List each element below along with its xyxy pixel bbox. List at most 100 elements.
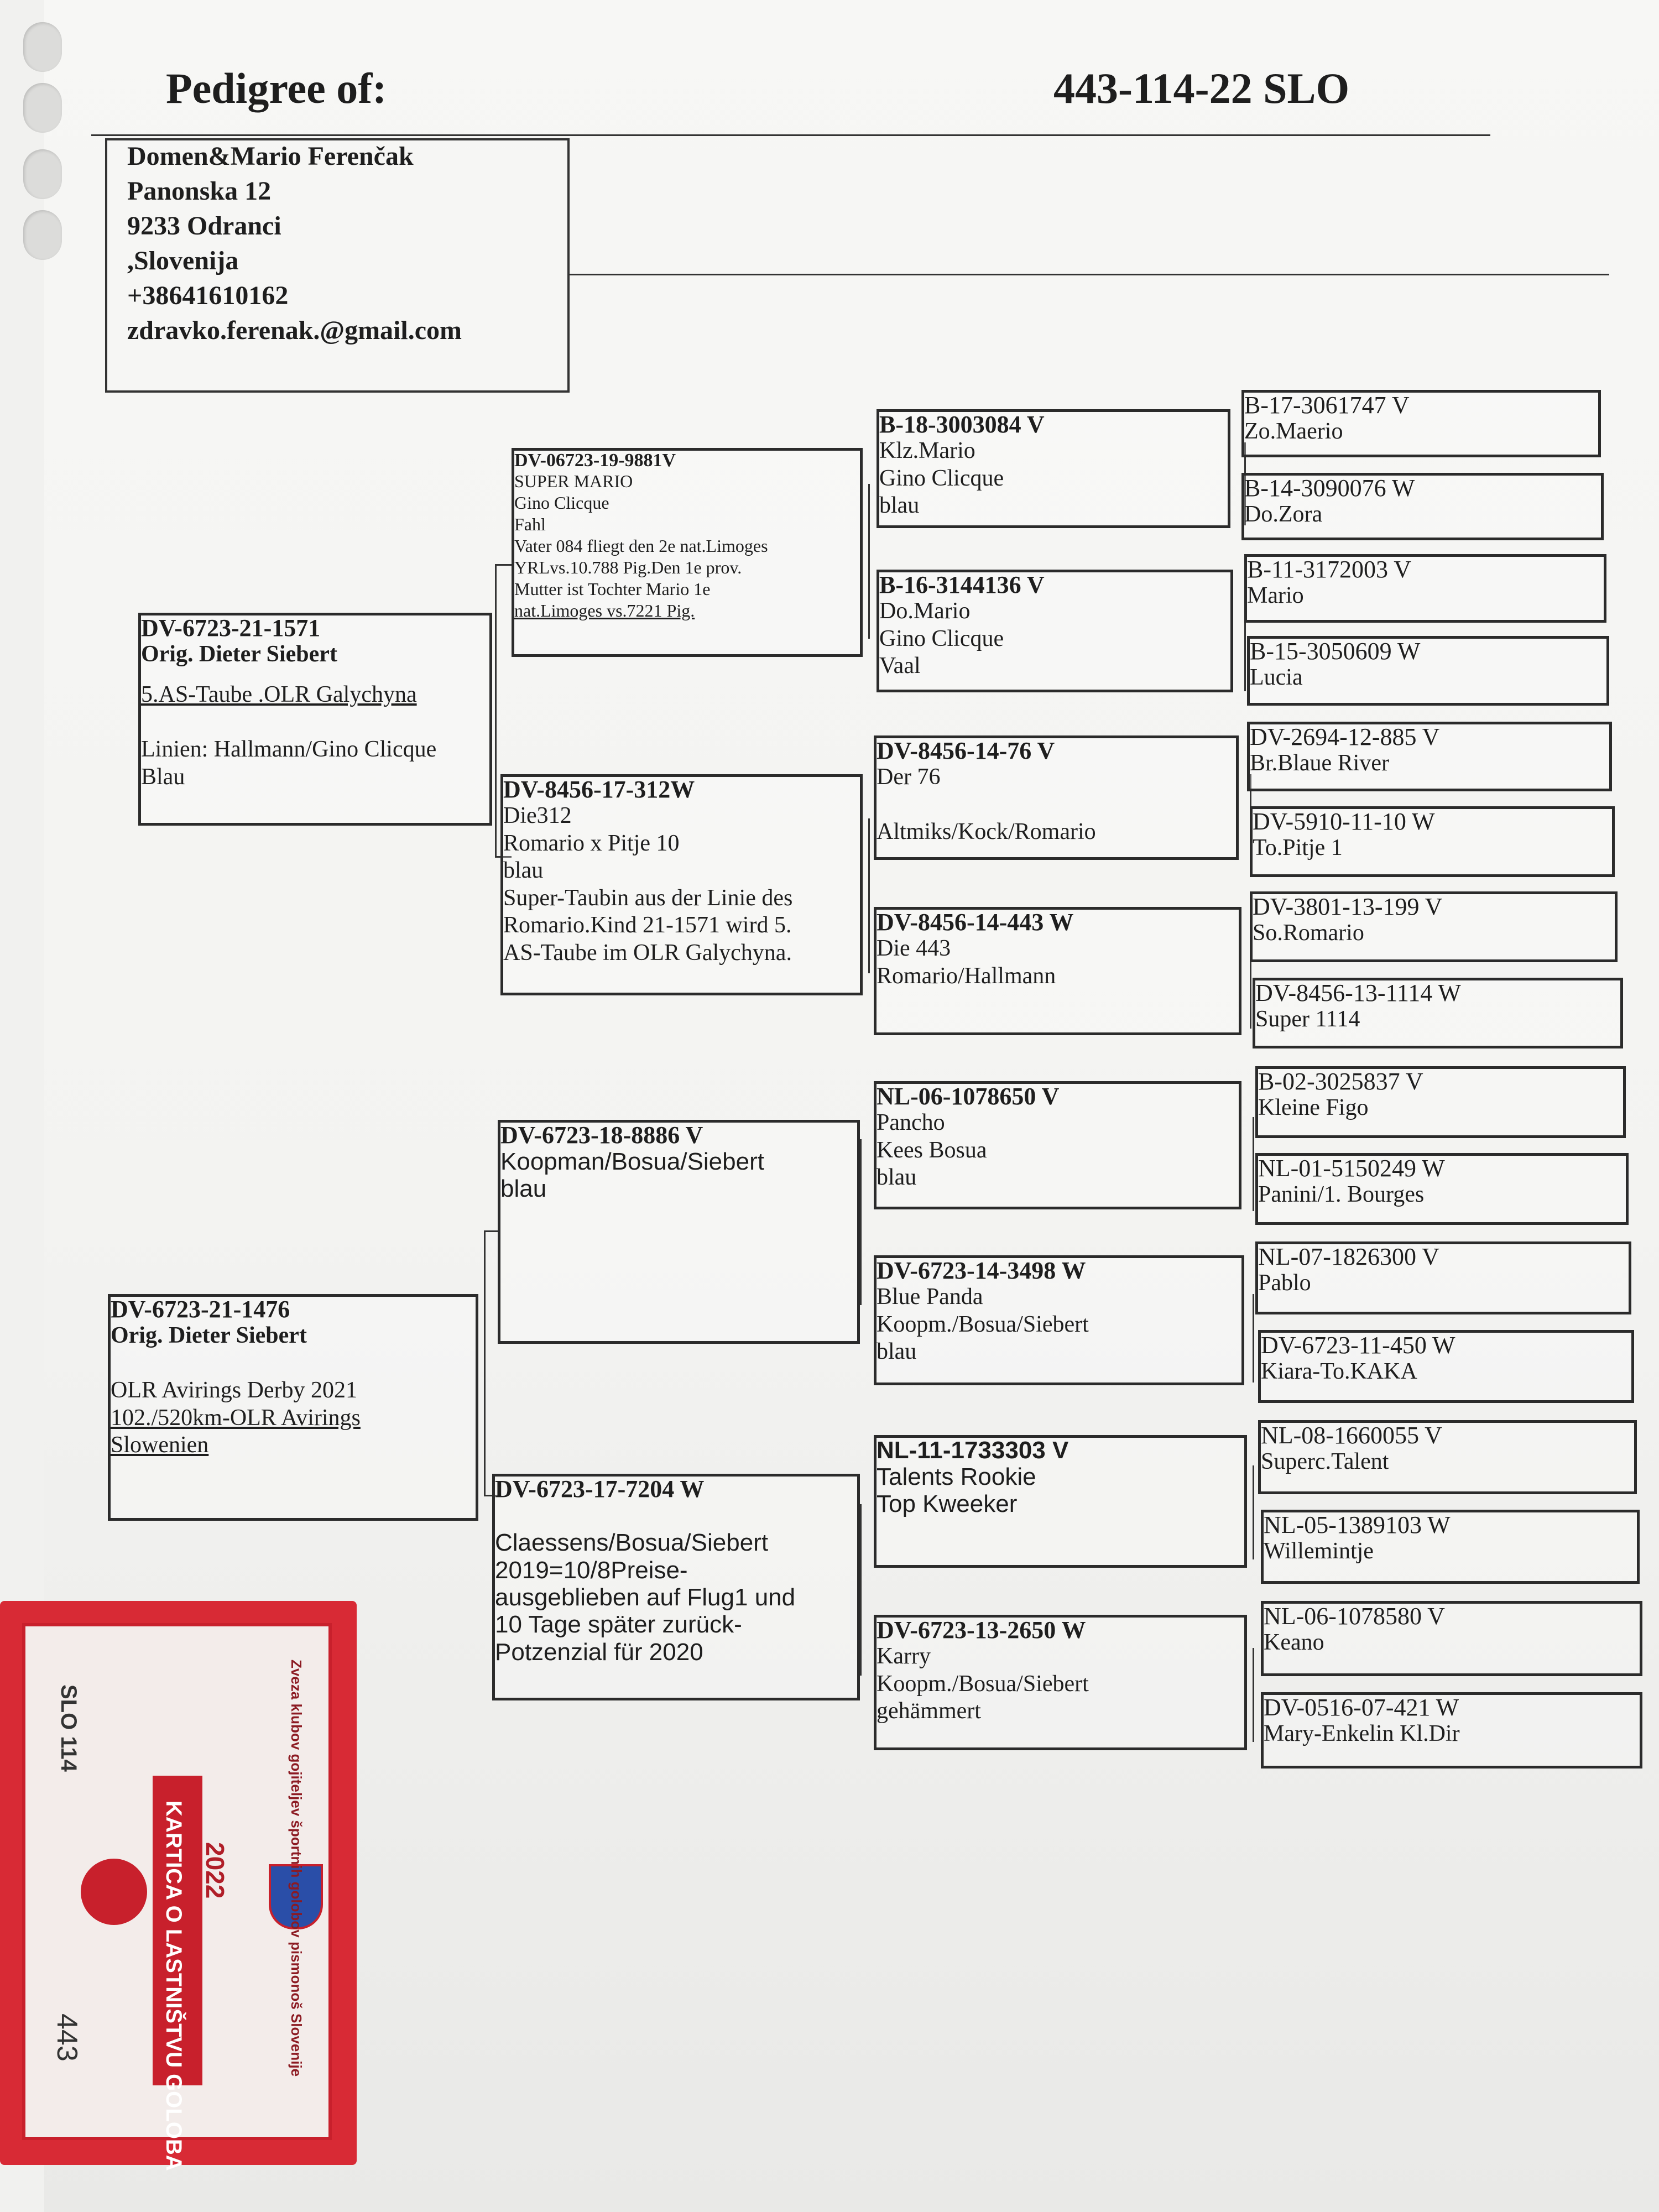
ring-number: NL-01-5150249 W	[1258, 1155, 1445, 1182]
card-number: 443	[51, 2013, 83, 2062]
info-line: Koopman/Bosua/Siebert	[500, 1148, 764, 1176]
pedigree-gen4-11: NL-07-1826300 V Pablo	[1255, 1241, 1631, 1314]
card-code: SLO 114	[56, 1684, 81, 1772]
pedigree-gen4-14: NL-05-1389103 W Willemintje	[1261, 1510, 1640, 1584]
binder-hole	[23, 83, 62, 133]
header-rule	[91, 134, 1490, 136]
owner-name: Domen&Mario Ferenčak	[127, 142, 414, 171]
info-line: AS-Taube im OLR Galychyna.	[503, 940, 792, 966]
ring-number: B-02-3025837 V	[1258, 1068, 1423, 1095]
ring-number: DV-5910-11-10 W	[1253, 808, 1435, 835]
info-line	[495, 1502, 857, 1529]
info-line: Kees Bosua	[877, 1137, 987, 1163]
pedigree-gen4-16: DV-0516-07-421 W Mary-Enkelin Kl.Dir	[1261, 1692, 1642, 1768]
info-line: ausgeblieben auf Flug1 und	[495, 1583, 796, 1611]
info-line: Altmiks/Kock/Romario	[877, 819, 1096, 845]
info-line: Top Kweeker	[877, 1490, 1018, 1518]
info-line: Vater 084 fliegt den 2e nat.Limoges	[514, 535, 768, 556]
ring-number: B-16-3144136 V	[879, 571, 1045, 598]
info-line: Blau	[141, 764, 185, 790]
info-line: Kiara-To.KAKA	[1261, 1359, 1417, 1385]
ring-number: DV-6723-21-1571	[141, 614, 321, 641]
info-line: Br.Blaue River	[1250, 750, 1389, 776]
ownership-card-inner: SLO 114 KARTICA O LASTNIŠTVU GOLOBA 2022…	[22, 1623, 332, 2171]
info-line: Do.Mario	[879, 598, 971, 624]
info-line: Panini/1. Bourges	[1258, 1182, 1425, 1208]
info-line: So.Romario	[1253, 920, 1364, 946]
ring-number: DV-6723-13-2650 W	[877, 1616, 1086, 1644]
info-line: YRLvs.10.788 Pig.Den 1e prov.	[514, 557, 742, 577]
info-line: Pablo	[1258, 1270, 1311, 1296]
pigeon-ring-number: 443-114-22 SLO	[1053, 64, 1350, 112]
info-line: Gino Clicque	[514, 492, 609, 513]
pedigree-gen4-2: B-14-3090076 W Do.Zora	[1241, 473, 1604, 540]
pedigree-gen4-3: B-11-3172003 V Mario	[1244, 554, 1606, 623]
ring-number: B-18-3003084 V	[879, 411, 1045, 438]
ring-number: DV-6723-11-450 W	[1261, 1332, 1455, 1359]
info-line: 10 Tage später zurück-	[495, 1611, 742, 1639]
ring-number: B-15-3050609 W	[1250, 638, 1421, 665]
info-line: blau	[503, 858, 544, 884]
pedigree-granddam-paternal: DV-8456-17-312W Die312 Romario x Pitje 1…	[500, 774, 863, 995]
pedigree-gen4-1: B-17-3061747 V Zo.Maerio	[1241, 390, 1601, 457]
pedigree-grandsire-paternal: DV-06723-19-9881V SUPER MARIO Gino Clicq…	[512, 448, 863, 657]
info-line: OLR Avirings Derby 2021	[111, 1378, 358, 1404]
info-line: Willemintje	[1264, 1538, 1374, 1564]
info-line: Vaal	[879, 653, 921, 679]
info-line: Romario/Hallmann	[877, 963, 1056, 989]
info-line: Romario x Pitje 10	[503, 830, 680, 856]
info-line: Superc.Talent	[1261, 1449, 1389, 1475]
breeder-line: Orig. Dieter Siebert	[141, 641, 337, 667]
info-line: Der 76	[877, 764, 941, 790]
pigeon-emblem-icon	[81, 1859, 147, 1925]
ring-number: NL-08-1660055 V	[1261, 1422, 1442, 1449]
info-line: blau	[500, 1175, 547, 1203]
ring-number: DV-6723-14-3498 W	[877, 1257, 1086, 1284]
ring-number: DV-8456-14-76 V	[877, 737, 1055, 764]
pedigree-gen4-15: NL-06-1078580 V Keano	[1261, 1601, 1642, 1676]
pedigree-gen3-7: NL-11-1733303 V Talents Rookie Top Kweek…	[874, 1435, 1247, 1568]
info-line: blau	[879, 493, 920, 519]
owner-country: ,Slovenija	[127, 246, 239, 275]
info-line: nat.Limoges vs.7221 Pig.	[514, 600, 695, 620]
info-line: Talents Rookie	[877, 1463, 1036, 1491]
ring-number: DV-2694-12-885 V	[1250, 723, 1440, 750]
ownership-card: SLO 114 KARTICA O LASTNIŠTVU GOLOBA 2022…	[0, 1601, 357, 2171]
ring-number: NL-06-1078580 V	[1264, 1603, 1445, 1630]
pedigree-gen4-5: DV-2694-12-885 V Br.Blaue River	[1247, 722, 1612, 791]
info-line: Mutter ist Tochter Mario 1e	[514, 578, 711, 599]
owner-city: 9233 Odranci	[127, 211, 281, 241]
info-line: Do.Zora	[1244, 502, 1323, 528]
info-line: Gino Clicque	[879, 465, 1004, 491]
info-line: Mario	[1247, 583, 1304, 609]
ring-number: DV-8456-17-312W	[503, 776, 695, 803]
card-organization: Zveza klubov gojiteljev športnih golobov…	[288, 1660, 305, 2077]
pedigree-gen4-10: NL-01-5150249 W Panini/1. Bourges	[1255, 1153, 1629, 1225]
pedigree-gen4-12: DV-6723-11-450 W Kiara-To.KAKA	[1258, 1330, 1634, 1403]
pedigree-gen4-6: DV-5910-11-10 W To.Pitje 1	[1250, 806, 1615, 877]
pedigree-granddam-maternal: DV-6723-17-7204 W Claessens/Bosua/Sieber…	[492, 1474, 860, 1700]
ring-number: DV-8456-13-1114 W	[1255, 979, 1461, 1006]
owner-box	[105, 138, 570, 393]
info-line: Romario.Kind 21-1571 wird 5.	[503, 912, 792, 938]
page-title: Pedigree of:	[166, 64, 387, 112]
pedigree-grandsire-maternal: DV-6723-18-8886 V Koopman/Bosua/Siebert …	[498, 1120, 860, 1344]
info-line: 2019=10/8Preise-	[495, 1556, 688, 1584]
pedigree-sire: DV-6723-21-1571 Orig. Dieter Siebert 5.A…	[138, 613, 492, 826]
info-line: gehämmert	[877, 1698, 981, 1724]
pedigree-gen4-13: NL-08-1660055 V Superc.Talent	[1258, 1420, 1637, 1494]
ring-number: DV-6723-21-1476	[111, 1296, 290, 1323]
info-line: Zo.Maerio	[1244, 419, 1343, 445]
info-line: Koopm./Bosua/Siebert	[877, 1671, 1089, 1697]
info-line: Blue Panda	[877, 1284, 983, 1310]
owner-street: Panonska 12	[127, 176, 272, 206]
info-line: Die 443	[877, 936, 951, 962]
info-line: Die312	[503, 803, 572, 829]
ring-number: NL-11-1733303 V	[877, 1437, 1069, 1464]
info-line: Potzenzial für 2020	[495, 1638, 703, 1666]
info-line: SUPER MARIO	[514, 471, 633, 491]
card-year: 2022	[201, 1842, 229, 1899]
ring-number: B-14-3090076 W	[1244, 474, 1415, 502]
info-line: blau	[877, 1165, 917, 1191]
pedigree-gen3-2: B-16-3144136 V Do.Mario Gino Clicque Vaa…	[877, 570, 1233, 692]
